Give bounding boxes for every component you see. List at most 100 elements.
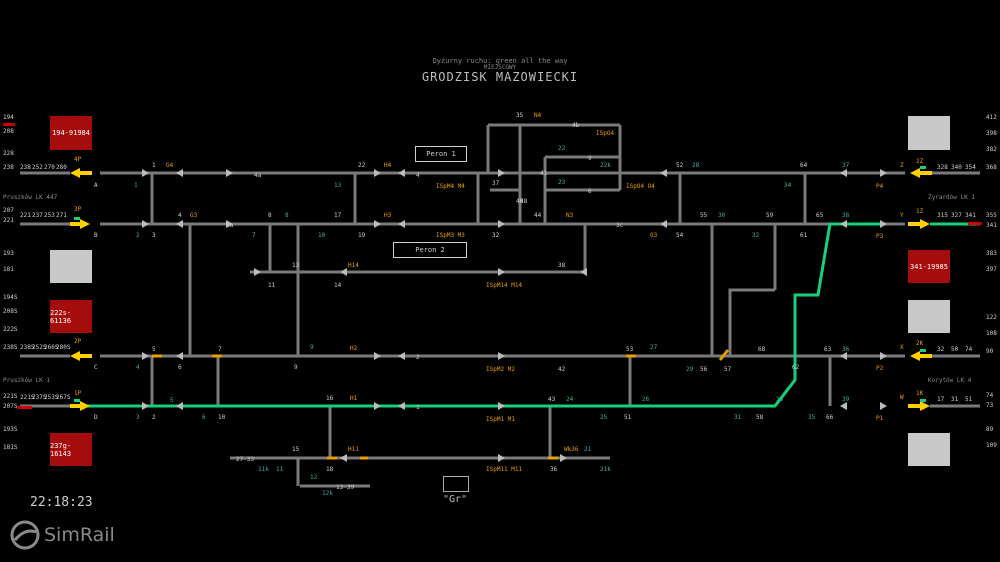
left-km-181S: 181S <box>3 444 18 451</box>
direction-marker <box>340 454 347 462</box>
train-box-empty-right-2[interactable] <box>908 300 950 333</box>
km-271: 271 <box>56 212 67 219</box>
label-61: 61 <box>800 232 808 239</box>
block-37: 37 <box>842 162 850 169</box>
block-36: 36 <box>842 346 850 353</box>
right-km-368: 368 <box>986 164 997 171</box>
direction-marker <box>498 454 505 462</box>
left-km-193S: 193S <box>3 426 18 433</box>
signal-ISpM14-M14: ISpM14 M14 <box>486 282 523 289</box>
km-315: 315 <box>937 212 948 219</box>
direction-marker <box>142 220 149 228</box>
block-9: 9 <box>310 344 314 351</box>
right-km-74: 74 <box>986 392 994 399</box>
direction-marker <box>142 352 149 360</box>
label-56: 56 <box>700 366 708 373</box>
mode-label: MIEJSCOWY <box>483 64 517 71</box>
main-tracks <box>20 123 980 488</box>
simrail-logo: SimRail <box>10 520 115 550</box>
signal-H2: H2 <box>350 345 358 352</box>
label-16: 16 <box>326 395 334 402</box>
direction-marker <box>374 169 381 177</box>
signal-P4: P4 <box>876 183 884 190</box>
route-crossover[interactable] <box>750 222 880 408</box>
left-km-208: 208 <box>3 128 14 135</box>
train-box-194-91984[interactable]: 194-91984 <box>50 116 92 150</box>
block-32: 32 <box>752 232 760 239</box>
signal-H4: H4 <box>384 162 392 169</box>
label-15: 15 <box>292 446 300 453</box>
signal-G4: G4 <box>166 162 174 169</box>
left-km-194S: 194S <box>3 294 18 301</box>
right-km-89: 89 <box>986 426 994 433</box>
block-23: 23 <box>558 179 566 186</box>
km-238S: 238S <box>20 344 35 351</box>
block-1: 1 <box>134 182 138 189</box>
direction-marker <box>498 402 505 410</box>
signal-Y: Y <box>900 212 904 219</box>
km-253: 253 <box>44 212 55 219</box>
left-km-194: 194 <box>3 114 14 121</box>
signal-ISpO4: ISpO4 <box>596 130 615 137</box>
label-65: 65 <box>816 212 824 219</box>
left-km-221S: 221S <box>3 393 18 400</box>
block-3: 3 <box>136 414 140 421</box>
label-64: 64 <box>800 162 808 169</box>
direction-marker <box>660 169 667 177</box>
left-km-207: 207 <box>3 207 14 214</box>
block-22: 22 <box>558 145 566 152</box>
block-28: 28 <box>692 162 700 169</box>
alarm-bars <box>3 123 982 409</box>
gr-indicator-box[interactable] <box>443 476 469 492</box>
km-221: 221 <box>20 212 31 219</box>
signal-1Z: 1Z <box>916 208 924 215</box>
signal-W: W <box>900 394 904 401</box>
label-D: D <box>94 414 98 421</box>
direction-marker <box>226 220 233 228</box>
label-8: 8 <box>268 212 272 219</box>
km-74: 74 <box>965 346 973 353</box>
label-52: 52 <box>676 162 684 169</box>
signal-2P: 2P <box>74 338 82 345</box>
block-2: 2 <box>136 232 140 239</box>
block-35: 35 <box>808 414 816 421</box>
block-25: 25 <box>600 414 608 421</box>
signal-P2: P2 <box>876 365 884 372</box>
block-38: 38 <box>842 212 850 219</box>
signal-P3: P3 <box>876 233 884 240</box>
km-252S: 252S <box>32 344 47 351</box>
label-36: 36 <box>550 466 558 473</box>
train-box-empty-left[interactable] <box>50 250 92 283</box>
km-221S: 221S <box>20 394 35 401</box>
km-270: 270 <box>44 164 55 171</box>
km-253S: 253S <box>44 394 59 401</box>
label-1: 1 <box>416 404 420 411</box>
left-km-207S: 207S <box>3 403 18 410</box>
direction-marker <box>398 402 405 410</box>
direction-marker <box>840 220 847 228</box>
train-box-237g-16143[interactable]: 237g-16143 <box>50 433 92 466</box>
block-24: 24 <box>566 396 574 403</box>
label-66: 66 <box>826 414 834 421</box>
label-59: 59 <box>766 212 774 219</box>
train-box-341-19985[interactable]: 341-19985 <box>908 250 950 283</box>
label-10: 10 <box>218 414 226 421</box>
simrail-logo-icon <box>10 520 40 550</box>
km-328: 328 <box>937 164 948 171</box>
label-9: 9 <box>588 155 592 162</box>
train-box-222s-61136[interactable]: 222s-61136 <box>50 300 92 333</box>
signal-Wk36: Wk36 <box>564 446 579 453</box>
train-box-empty-right-1[interactable] <box>908 116 950 150</box>
signal-G3: G3 <box>190 212 198 219</box>
km-50: 50 <box>951 346 959 353</box>
direction-marker <box>560 454 567 462</box>
label-13: 13 <box>292 262 300 269</box>
direction-marker <box>840 402 847 410</box>
train-box-empty-right-3[interactable] <box>908 433 950 466</box>
signal-Z: Z <box>900 162 904 169</box>
label-17: 17 <box>334 212 342 219</box>
signal-2K: 2K <box>916 340 924 347</box>
switch-57-route[interactable] <box>728 288 775 356</box>
label-2: 2 <box>416 354 420 361</box>
gr-label: "Gr" <box>442 494 468 505</box>
